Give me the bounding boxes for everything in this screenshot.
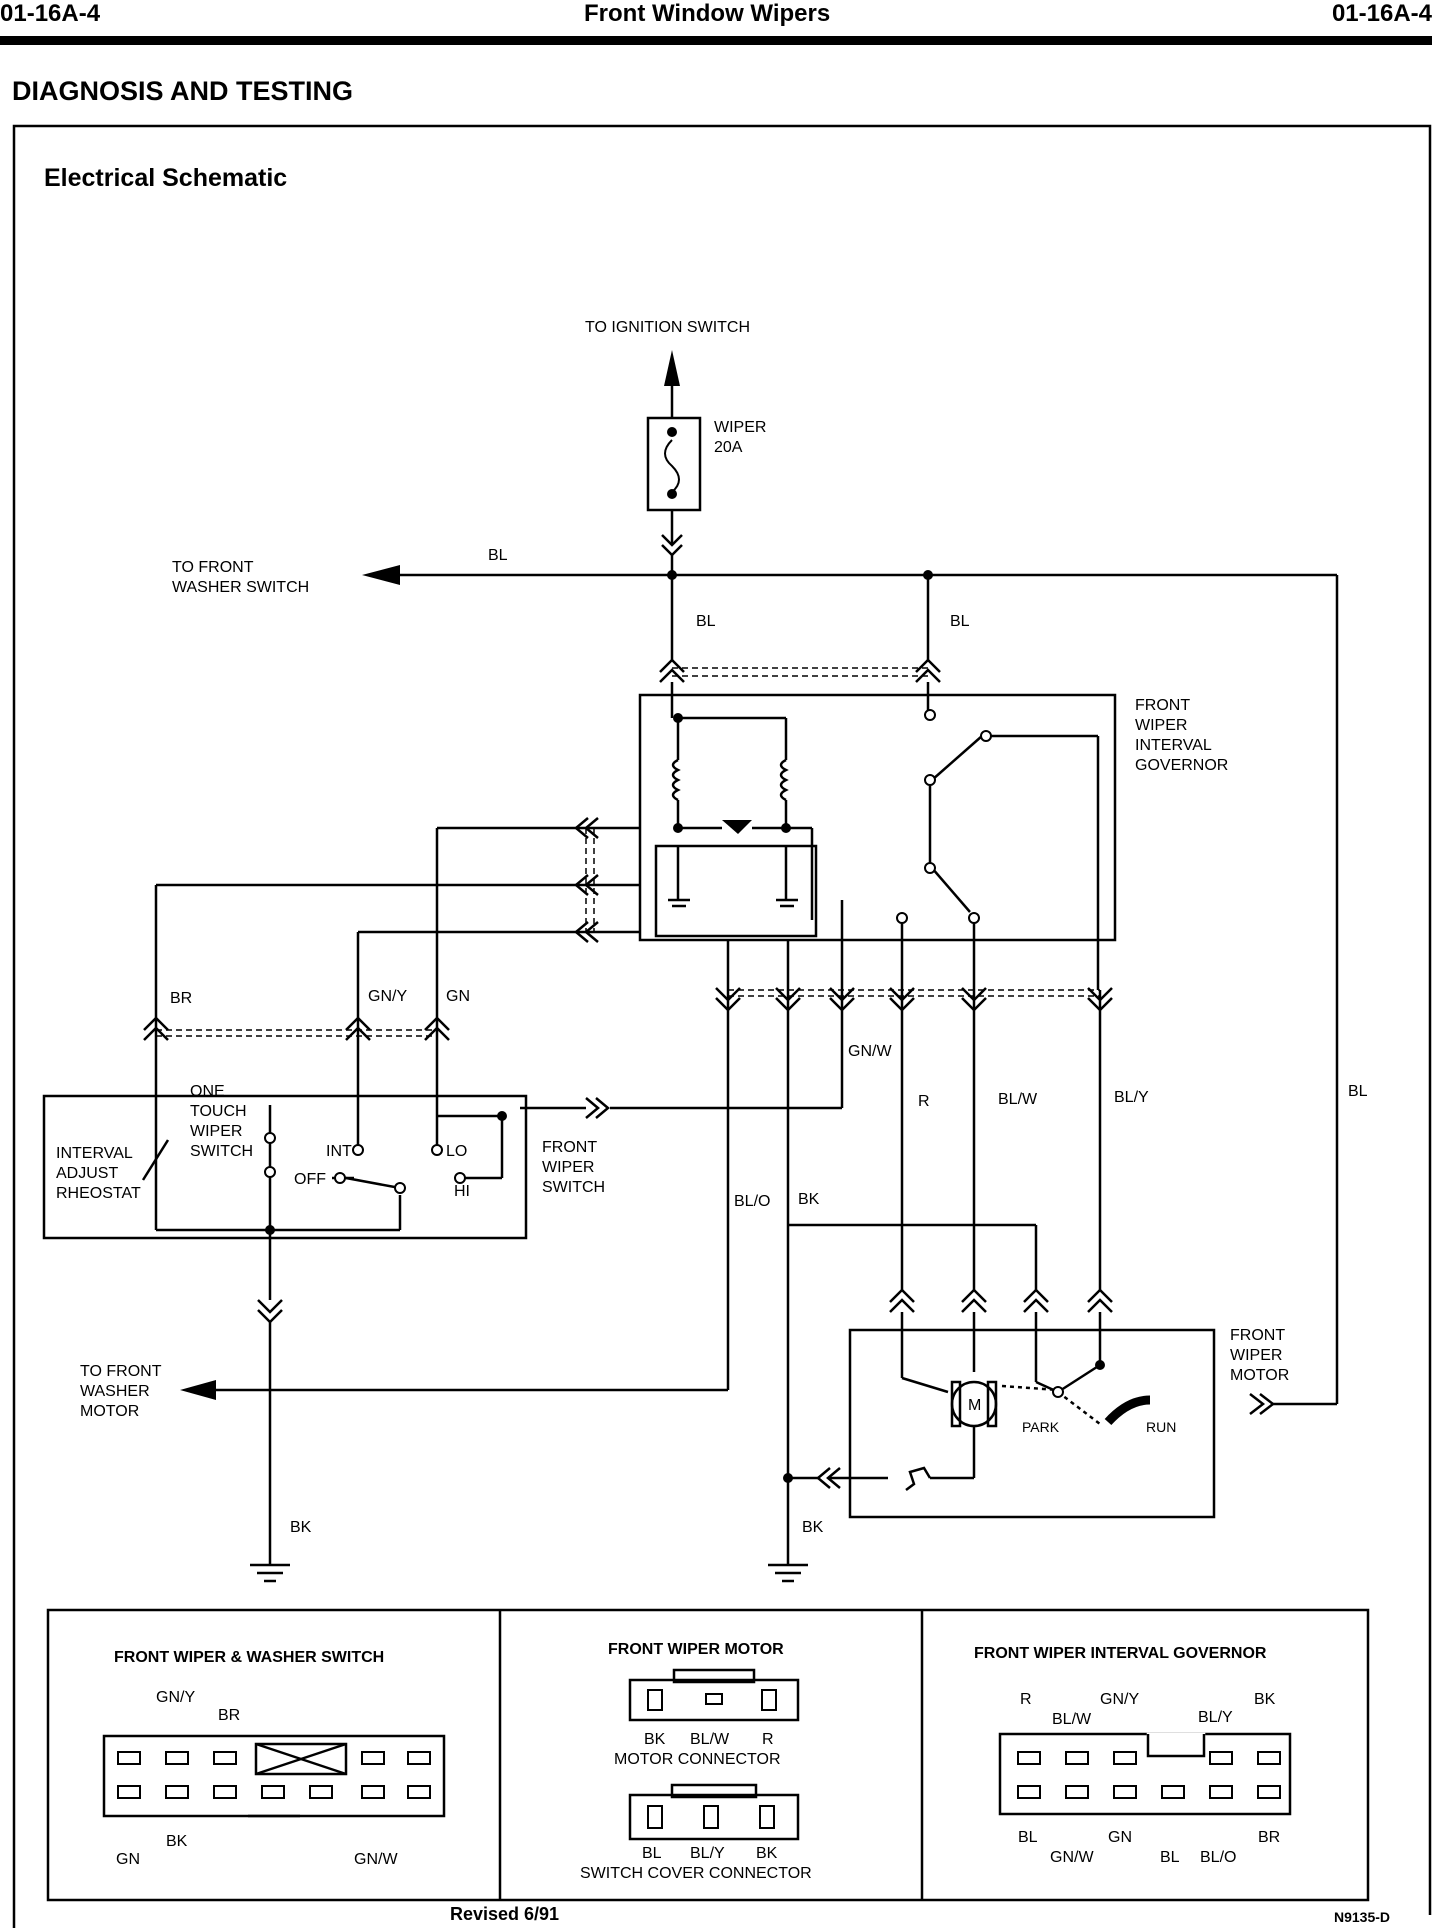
wire-label-bk: BK [802, 1519, 824, 1536]
page-header: 01-16A-4 Front Window Wipers 01-16A-4 [0, 0, 1440, 38]
wire-label-blw: BL/W [998, 1091, 1038, 1108]
governor-connector-title: FRONT WIPER INTERVAL GOVERNOR [974, 1645, 1267, 1662]
page-number-left: 01-16A-4 [0, 0, 101, 27]
panel-title: Electrical Schematic [44, 164, 287, 192]
pin-label: BL/O [1200, 1849, 1236, 1866]
wire-label-blo: BL/O [734, 1193, 770, 1210]
switch-position-off: OFF [294, 1171, 326, 1188]
motor-connector-caption: MOTOR CONNECTOR [614, 1751, 781, 1768]
pin-label: BL [642, 1845, 662, 1862]
wire-label-bk: BK [798, 1191, 820, 1208]
fuse-name: WIPER [714, 419, 766, 436]
governor-label: FRONT [1135, 697, 1190, 714]
rheostat-label: RHEOSTAT [56, 1185, 141, 1202]
pin-label: GN/W [354, 1851, 398, 1868]
pin-label: BL/Y [690, 1845, 725, 1862]
switch-label: WIPER [542, 1159, 594, 1176]
governor-label: INTERVAL [1135, 737, 1212, 754]
rheostat-label: INTERVAL [56, 1145, 133, 1162]
pin-label: GN/Y [1100, 1691, 1139, 1708]
switch-connector-title: FRONT WIPER & WASHER SWITCH [114, 1649, 384, 1666]
one-touch-label: WIPER [190, 1123, 242, 1140]
to-washer-motor-label: MOTOR [80, 1403, 139, 1420]
wire-label-bl: BL [696, 613, 716, 630]
switch-label: FRONT [542, 1139, 597, 1156]
cover-connector-caption: SWITCH COVER CONNECTOR [580, 1865, 812, 1882]
pin-label: R [762, 1731, 774, 1748]
motor-label: WIPER [1230, 1347, 1282, 1364]
pin-label: BK [756, 1845, 778, 1862]
pin-label: BL [1160, 1849, 1180, 1866]
pin-label: GN [116, 1851, 140, 1868]
switch-position-int: INT [326, 1143, 352, 1160]
section-title: DIAGNOSIS AND TESTING [12, 76, 354, 106]
to-washer-motor-label: WASHER [80, 1383, 150, 1400]
one-touch-label: SWITCH [190, 1143, 253, 1160]
pin-label: BL/Y [1198, 1709, 1233, 1726]
run-label: RUN [1146, 1419, 1176, 1435]
wire-label-gnw: GN/W [848, 1043, 892, 1060]
pin-label: GN/Y [156, 1689, 195, 1706]
governor-label: WIPER [1135, 717, 1187, 734]
rheostat-label: ADJUST [56, 1165, 118, 1182]
pin-label: BR [218, 1707, 240, 1724]
pin-label: BK [166, 1833, 188, 1850]
to-washer-motor-label: TO FRONT [80, 1363, 162, 1380]
revision-footer: Revised 6/91 [450, 1904, 560, 1924]
to-washer-switch-label: WASHER SWITCH [172, 579, 309, 596]
wire-label-bl: BL [950, 613, 970, 630]
switch-label: SWITCH [542, 1179, 605, 1196]
governor-box [638, 693, 1117, 942]
to-ignition-label: TO IGNITION SWITCH [585, 319, 750, 336]
page-number-right: 01-16A-4 [1331, 0, 1432, 27]
switch-box [42, 1094, 528, 1240]
to-washer-switch-label: TO FRONT [172, 559, 254, 576]
wire-label-gn: GN [446, 988, 470, 1005]
park-label: PARK [1022, 1419, 1060, 1435]
pin-label: BL [1018, 1829, 1038, 1846]
motor-connector-title: FRONT WIPER MOTOR [608, 1641, 784, 1658]
motor-label: MOTOR [1230, 1367, 1289, 1384]
fuse-body [646, 416, 702, 512]
header-rule [0, 36, 1432, 45]
wire-label-br: BR [170, 990, 192, 1007]
wire-label-bk: BK [290, 1519, 312, 1536]
pin-label: GN [1108, 1829, 1132, 1846]
wire-label-bl: BL [1348, 1083, 1368, 1100]
pin-label: BL/W [690, 1731, 730, 1748]
pin-label: GN/W [1050, 1849, 1094, 1866]
switch-position-lo: LO [446, 1143, 467, 1160]
washer-motor-arrow [180, 1380, 216, 1400]
governor-relay [654, 844, 818, 938]
ignition-arrow [664, 350, 680, 386]
figure-id: N9135-D [1334, 1909, 1390, 1925]
pin-label: BK [644, 1731, 666, 1748]
pin-label: BR [1258, 1829, 1280, 1846]
governor-label: GOVERNOR [1135, 757, 1228, 774]
wire-label-bly: BL/Y [1114, 1089, 1149, 1106]
switch-position-hi: HI [454, 1183, 470, 1200]
fuse-rating: 20A [714, 439, 743, 456]
motor-symbol-text: M [968, 1397, 981, 1414]
wire-label-r: R [918, 1093, 930, 1110]
one-touch-label: ONE [190, 1083, 225, 1100]
motor-label: FRONT [1230, 1327, 1285, 1344]
washer-switch-arrow [362, 565, 400, 585]
panel-frame [12, 124, 1432, 1928]
wire-label-bl: BL [488, 547, 508, 564]
wire-label-gny: GN/Y [368, 988, 407, 1005]
connector-panel [46, 1608, 1370, 1902]
pin-label: BK [1254, 1691, 1276, 1708]
motor-box [848, 1328, 1216, 1519]
pin-label: BL/W [1052, 1711, 1092, 1728]
one-touch-label: TOUCH [190, 1103, 247, 1120]
page-title: Front Window Wipers [584, 0, 831, 27]
pin-label: R [1020, 1691, 1032, 1708]
